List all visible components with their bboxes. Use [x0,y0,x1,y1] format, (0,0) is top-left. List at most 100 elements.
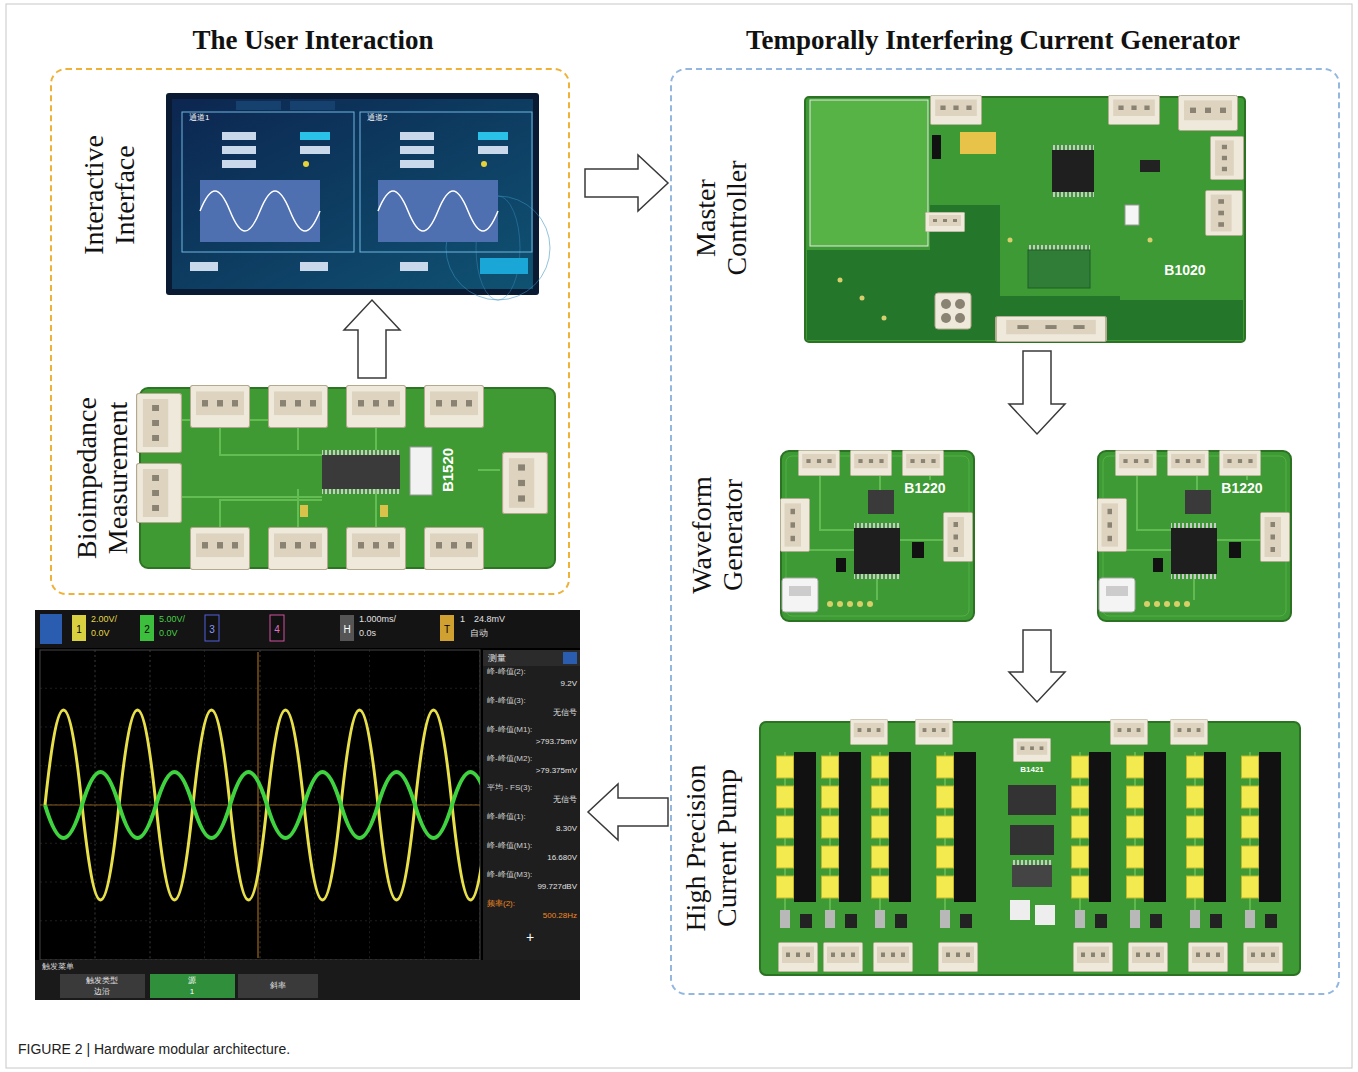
touch-screen [378,180,498,242]
module-label: Waveform Generator [687,460,749,610]
figure-frame [6,4,1352,1068]
master-controller-board [1052,145,1094,150]
scope-readout: 99.727dBV [537,883,577,892]
oscilloscope-capture [60,974,145,998]
channel-badge: 3 [209,624,215,635]
channel-badge: T [444,624,450,635]
touch-screen [400,146,434,154]
scope-readout: 500.28Hz [543,912,577,921]
touch-screen [290,101,335,110]
bioimpedance-board [137,394,182,453]
block-arrow [344,300,400,378]
touch-screen [481,161,487,167]
bioimpedance-board [410,447,432,495]
bioimpedance-board [347,386,406,428]
oscilloscope-capture [238,974,318,998]
master-controller-board [935,293,971,329]
waveform-board [780,450,974,621]
master-controller-board [1108,95,1159,124]
module-block: Bioimpedance MeasurementB1520 [60,380,565,580]
scope-readout: 频率(2): [487,900,515,909]
softkey-label: 斜率 [270,982,286,991]
master-controller-board [1205,190,1242,235]
oscilloscope-capture [35,610,580,1000]
module-label: Master Controller [691,138,753,298]
waveform-board [780,450,1291,621]
touch-screen [303,161,309,167]
block-arrow [585,155,668,211]
current-pump-board [1035,905,1055,925]
master-controller-board [1125,205,1139,225]
scope-readout: 峰-峰值(M1): [487,842,532,851]
bioimpedance-board [322,489,400,494]
current-pump-board [1170,719,1207,744]
current-pump-board [1012,860,1052,865]
touch-screen [300,132,330,140]
bioimpedance-board [178,420,500,527]
module-label: Interactive Interface [79,120,141,270]
master-controller-board [1028,245,1090,250]
softkey-label: 边沿 [94,988,110,997]
bioimpedance-board [503,453,548,514]
group-panel: Temporally Interfering Current Generator… [670,68,1340,995]
touch-screen [200,191,320,231]
scope-readout: 0.0V [91,629,110,639]
current-pump-board [1008,785,1056,815]
board-code: B1220 [1221,481,1262,496]
scope-readout: 峰-峰值(3): [487,697,526,706]
master-controller-board [1210,136,1243,179]
group-heading: The User Interaction [193,26,434,56]
bioimpedance-board [137,464,182,523]
block-arrow [1009,630,1065,702]
master-controller-board [1179,95,1238,130]
scope-readout: 自动 [470,629,488,639]
channel-badge: 2 [144,624,150,635]
touch-screen [200,180,320,242]
master-controller-board [941,313,951,323]
module-label: Bioimpedance Measurement [72,383,134,573]
scope-readout: 8.30V [556,825,577,834]
board-code: B1421 [1020,766,1044,775]
oscilloscope-capture [150,974,235,998]
touch-screen [478,132,508,140]
oscilloscope-capture [205,615,219,641]
bioimpedance-board [322,455,400,489]
current-pump-board [822,752,863,972]
current-pump-board [1013,738,1050,761]
oscilloscope-screen: 12.00V/0.0V25.00V/0.0V34H1.000ms/0.0sT12… [33,608,582,1002]
master-controller-board [955,313,965,323]
scope-readout: 峰-峰值(2): [487,668,526,677]
menu-title: 触发菜单 [42,963,74,972]
touch-screen [480,258,528,274]
channel-badge: H [343,624,350,635]
scope-readout: 16.680V [547,854,577,863]
scope-readout: + [526,930,534,945]
oscilloscope-capture [483,650,580,960]
scope-readout: 2.00V/ [91,615,117,625]
oscilloscope-capture [483,650,580,666]
bioimpedance-board [269,386,328,428]
current-pump-board [760,722,1300,975]
softkey-label: 触发类型 [86,977,118,986]
module-block: High Precision Current PumpB1421 [680,712,1330,984]
master-controller-board [882,316,887,321]
scope-readout: 测量 [488,654,506,664]
touch-screen [166,93,539,295]
touch-screen [236,101,281,110]
scope-readout: 0.0V [159,629,178,639]
scope-readout: 平均 - FS(3): [487,784,532,793]
scope-readout: 无信号 [553,709,577,718]
scope-readout: 9.2V [561,680,577,689]
scope-readout: 峰-峰值(M2): [487,755,532,764]
master-controller-board [925,212,964,232]
master-controller-board [941,299,951,309]
oscilloscope-capture [35,610,580,1000]
oscilloscope-capture [45,710,480,900]
touch-screen [222,160,256,168]
bioimpedance-board [300,505,308,517]
bioimpedance-board [191,386,250,428]
oscilloscope-capture [563,652,577,664]
oscilloscope-capture [72,615,86,641]
bioimpedance-board [425,528,484,570]
oscilloscope-capture [440,615,454,641]
